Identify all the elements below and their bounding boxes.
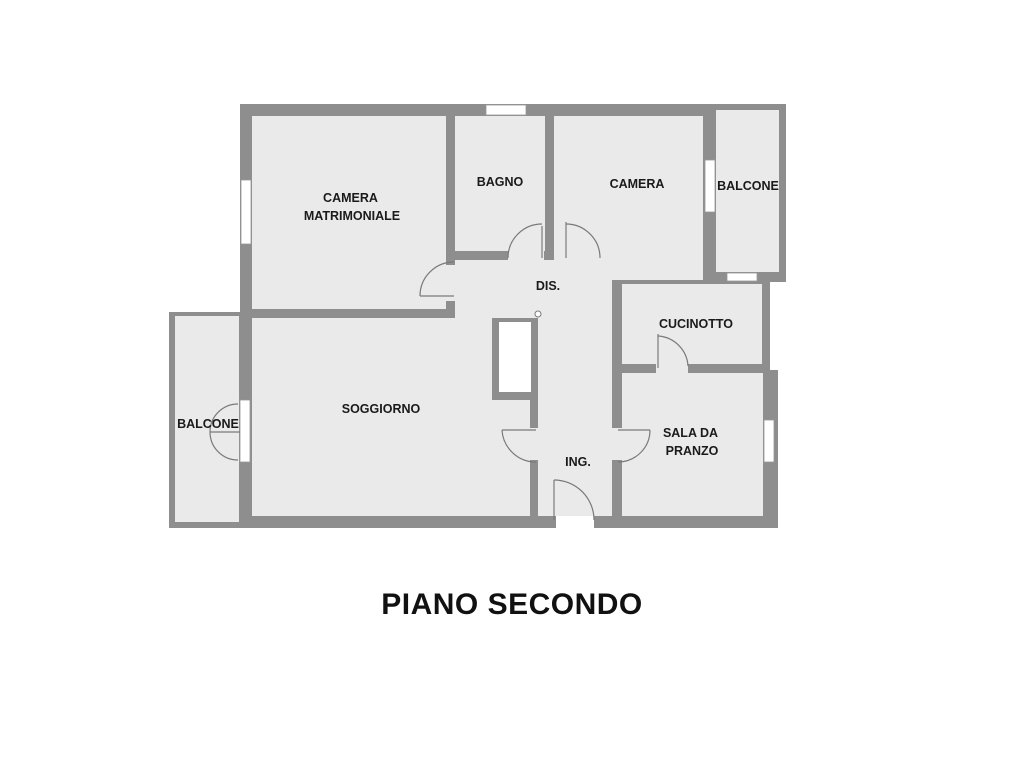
floor-dis-ing — [455, 260, 612, 516]
shaft-void — [499, 322, 531, 392]
doors — [209, 222, 689, 528]
label-sala-da-pranzo: SALA DA PRANZO — [663, 426, 721, 458]
door-cucinotto — [656, 334, 689, 373]
floor-balcone-right — [716, 110, 779, 272]
label-ing: ING. — [565, 455, 591, 469]
window-balcone-right — [726, 272, 758, 282]
label-bagno: BAGNO — [477, 175, 524, 189]
window-sala-da-pranzo — [763, 419, 775, 463]
floor-sala-da-pranzo — [622, 373, 763, 516]
window-camera — [704, 159, 716, 213]
door-soggiorno — [501, 428, 538, 463]
floor-soggiorno — [252, 318, 530, 516]
floor-camera-matrimoniale — [252, 116, 446, 309]
floor-cucinotto — [622, 284, 762, 364]
label-camera-matrimoniale: CAMERA MATRIMONIALE — [304, 191, 400, 223]
room-labels: CAMERA MATRIMONIALE BAGNO CAMERA BALCONE… — [177, 175, 779, 469]
label-soggiorno: SOGGIORNO — [342, 402, 421, 416]
door-bagno — [507, 223, 544, 260]
door-ingresso — [553, 479, 595, 528]
door-balcone-left — [209, 403, 240, 461]
floors — [175, 110, 779, 522]
floor-balcone-left — [175, 316, 239, 522]
marker-dot — [534, 310, 542, 318]
door-camera-matrimoniale — [419, 261, 455, 301]
label-camera: CAMERA — [610, 177, 665, 191]
label-balcone-left: BALCONE — [177, 417, 239, 431]
floor-bagno — [455, 116, 545, 251]
label-cucinotto: CUCINOTTO — [659, 317, 733, 331]
windows — [239, 104, 775, 463]
label-dis: DIS. — [536, 279, 560, 293]
window-camera-matrimoniale — [240, 179, 252, 245]
window-bagno — [485, 104, 527, 116]
door-sala-da-pranzo — [612, 428, 651, 463]
window-balcone-left — [239, 399, 251, 463]
label-balcone-right: BALCONE — [717, 179, 779, 193]
door-camera — [562, 222, 601, 260]
plan-title: PIANO SECONDO — [381, 588, 643, 621]
